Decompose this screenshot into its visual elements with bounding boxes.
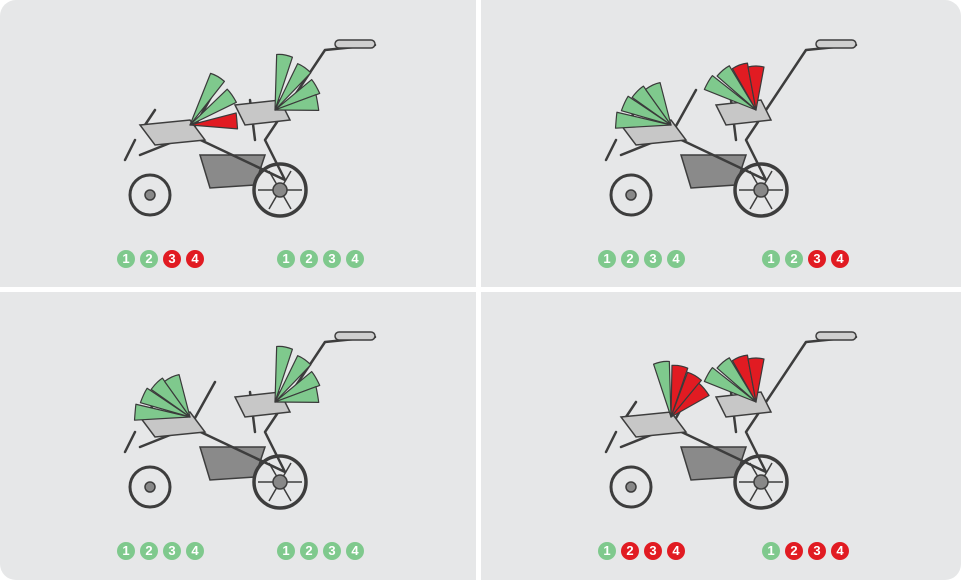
position-badge-1: 1 xyxy=(117,542,135,560)
position-badge-1: 1 xyxy=(598,542,616,560)
position-badge-2: 2 xyxy=(785,542,803,560)
position-badge-2: 2 xyxy=(300,250,318,268)
position-badge-2: 2 xyxy=(785,250,803,268)
position-badge-1: 1 xyxy=(117,250,135,268)
stroller-illustration xyxy=(576,322,876,517)
position-badge-1: 1 xyxy=(762,542,780,560)
rear-canopy-fan xyxy=(275,346,320,402)
handlebar xyxy=(335,332,375,340)
position-badge-4: 4 xyxy=(346,542,364,560)
position-badge-3: 3 xyxy=(163,542,181,560)
position-badge-4: 4 xyxy=(667,542,685,560)
position-badge-1: 1 xyxy=(277,542,295,560)
handlebar xyxy=(816,40,856,48)
position-badge-3: 3 xyxy=(808,250,826,268)
position-badge-4: 4 xyxy=(186,542,204,560)
front-wheel xyxy=(130,175,170,215)
position-badge-1: 1 xyxy=(598,250,616,268)
stroller-illustration xyxy=(95,322,395,517)
front-wheel xyxy=(130,467,170,507)
front-canopy-fan xyxy=(190,73,238,129)
handlebar xyxy=(816,332,856,340)
position-badge-3: 3 xyxy=(644,250,662,268)
position-badge-4: 4 xyxy=(667,250,685,268)
canopy-position-1 xyxy=(654,361,671,417)
position-badge-1: 1 xyxy=(762,250,780,268)
stroller-illustration xyxy=(95,30,395,225)
position-badge-2: 2 xyxy=(140,542,158,560)
position-badge-2: 2 xyxy=(140,250,158,268)
position-badge-2: 2 xyxy=(621,250,639,268)
handlebar xyxy=(335,40,375,48)
position-badge-3: 3 xyxy=(163,250,181,268)
stroller-illustration xyxy=(576,30,876,225)
position-badge-1: 1 xyxy=(277,250,295,268)
position-badge-3: 3 xyxy=(808,542,826,560)
front-wheel xyxy=(611,175,651,215)
front-wheel xyxy=(611,467,651,507)
rear-canopy-fan xyxy=(275,54,320,110)
front-canopy-fan xyxy=(135,375,190,421)
position-badge-3: 3 xyxy=(323,250,341,268)
position-badge-2: 2 xyxy=(621,542,639,560)
position-badge-4: 4 xyxy=(186,250,204,268)
position-badge-4: 4 xyxy=(831,542,849,560)
front-canopy-fan xyxy=(616,83,671,129)
position-badge-4: 4 xyxy=(831,250,849,268)
position-badge-4: 4 xyxy=(346,250,364,268)
position-badge-3: 3 xyxy=(644,542,662,560)
position-badge-3: 3 xyxy=(323,542,341,560)
position-badge-2: 2 xyxy=(300,542,318,560)
front-canopy-fan xyxy=(654,361,710,417)
